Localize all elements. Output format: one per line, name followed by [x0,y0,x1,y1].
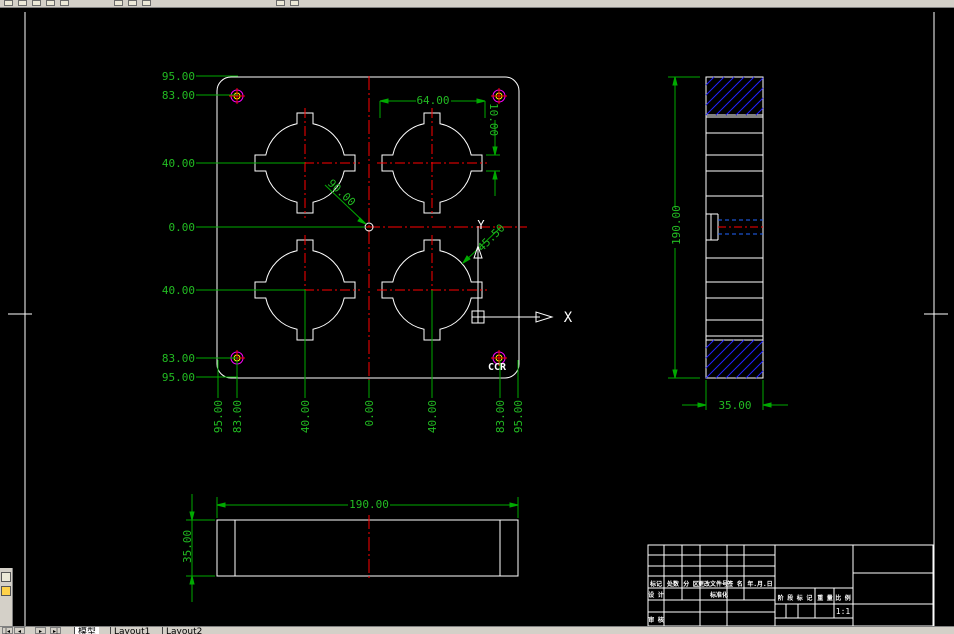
zoom-icon[interactable] [128,0,137,6]
ucs-y-label: Y [477,218,485,232]
tb-header-sign: 签 名 [726,580,743,588]
undo-icon[interactable] [46,0,55,6]
title-block [647,544,934,626]
dimension-10 [486,120,500,196]
save-icon[interactable] [18,0,27,6]
tb-header-date: 年.月.日 [747,580,772,588]
print-icon[interactable] [32,0,41,6]
redo-icon[interactable] [60,0,69,6]
drawing-frame [8,12,948,626]
dimension-angle-lower [461,227,501,265]
ordinate-bottom-right: 95.00 [512,400,525,433]
ordinate-bottom-left3: 40.00 [299,400,312,433]
ucs-icon [471,226,554,324]
ordinate-bottom-right2: 83.00 [494,400,507,433]
ordinate-left-center: 0.00 [169,221,196,234]
bottom-dimension-35 [186,494,215,602]
tb-weight-label: 重 量 [817,594,833,602]
dim-10-text: 10.00 [487,103,500,136]
side-dimension-35 [682,380,788,410]
ordinate-left-bottom: 95.00 [162,371,195,384]
side-palette [0,568,13,628]
ordinate-left-lower: 40.00 [162,284,195,297]
ordinate-dimensions-left [196,75,365,378]
bottom-view [216,515,519,580]
ordinate-left-upper: 40.00 [162,157,195,170]
dimension-angle-upper [324,184,367,225]
bolt-hole [491,88,507,104]
tab-layout1[interactable]: Layout1 [110,627,153,634]
tb-row-check: 审 核 [648,616,664,624]
layer-icon[interactable] [1,586,11,596]
match-icon[interactable] [290,0,299,6]
hatch-area [705,339,764,379]
dim-64-text: 64.00 [416,94,449,107]
ordinate-left-bottom2: 83.00 [162,352,195,365]
side-height-text: 190.00 [670,205,683,245]
tb-scale-value: 1:1 [836,607,851,616]
tb-header-mark: 标记 [649,580,662,588]
side-view [705,76,764,379]
layers-icon[interactable] [276,0,285,6]
bolt-hole [491,350,507,366]
tb-row-standard: 标准化 [709,591,728,599]
tb-header-zone: 分 区 [683,580,699,588]
tb-scale-label: 比 例 [835,594,851,602]
ordinate-dimensions-bottom [217,290,519,398]
tb-stage-label: 阶 段 标 记 [778,594,813,602]
ordinate-bottom-right3: 40.00 [426,400,439,433]
layout-tab-bar: |◂ ◂ ▸ ▸| 模型 Layout1 Layout2 [0,626,954,634]
toolbar [0,0,954,8]
ordinate-bottom-center: 0.00 [363,400,376,427]
cavity-pocket [377,108,487,218]
ccr-label: CCR [488,362,507,373]
bottom-thickness-text: 35.00 [181,530,194,563]
ordinate-bottom-left2: 83.00 [231,400,244,433]
file-icon[interactable] [4,0,13,6]
bottom-length-text: 190.00 [349,498,389,511]
tb-header-count: 处数 [666,580,680,588]
properties-icon[interactable] [142,0,151,6]
ordinate-left-top: 95.00 [162,70,195,83]
ucs-x-label: X [564,310,573,326]
tb-header-docno: 更改文件号 [698,580,728,588]
tab-model[interactable]: 模型 [74,627,100,634]
side-width-text: 35.00 [718,399,751,412]
bolt-hole [229,88,245,104]
hatch-area [705,76,764,116]
ordinate-bottom-left: 95.00 [212,400,225,433]
tb-row-design: 设 计 [648,591,664,599]
drawing-canvas[interactable]: 95.00 83.00 40.00 0.00 40.00 83.00 95.00… [0,7,954,626]
tab-layout2[interactable]: Layout2 [162,627,205,634]
gear-icon[interactable] [1,572,11,582]
pan-icon[interactable] [114,0,123,6]
dim-angle-upper-text: 90.00 [325,177,358,209]
ordinate-left-second: 83.00 [162,89,195,102]
